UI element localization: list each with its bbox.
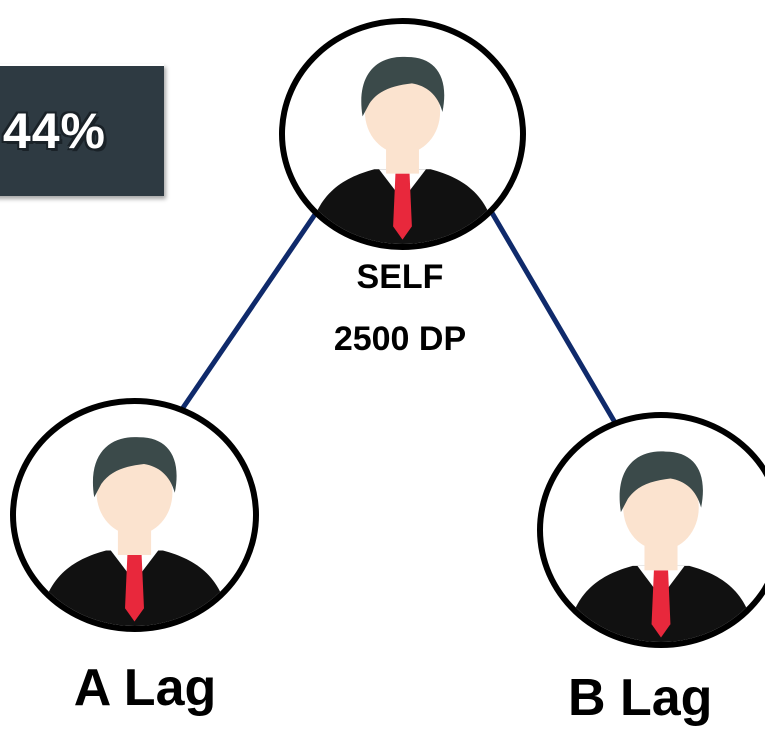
percentage-badge: 44%	[0, 64, 164, 196]
self-points-label: 2500 DP	[333, 320, 467, 358]
person-avatar-icon	[39, 437, 230, 626]
b-lag-label: B Lag	[568, 669, 713, 727]
person-avatar-icon	[566, 451, 756, 642]
self-name-label: SELF	[356, 258, 444, 296]
person-avatar-icon	[308, 56, 497, 244]
connector-self-to-b-lag	[485, 204, 620, 428]
avatar-self	[279, 18, 526, 250]
a-lag-label: A Lag	[73, 659, 217, 717]
connector-self-to-a-lag	[173, 208, 321, 420]
percentage-value: 44%	[2, 103, 106, 159]
avatar-b-lag	[537, 412, 765, 648]
avatar-a-lag	[10, 398, 259, 632]
